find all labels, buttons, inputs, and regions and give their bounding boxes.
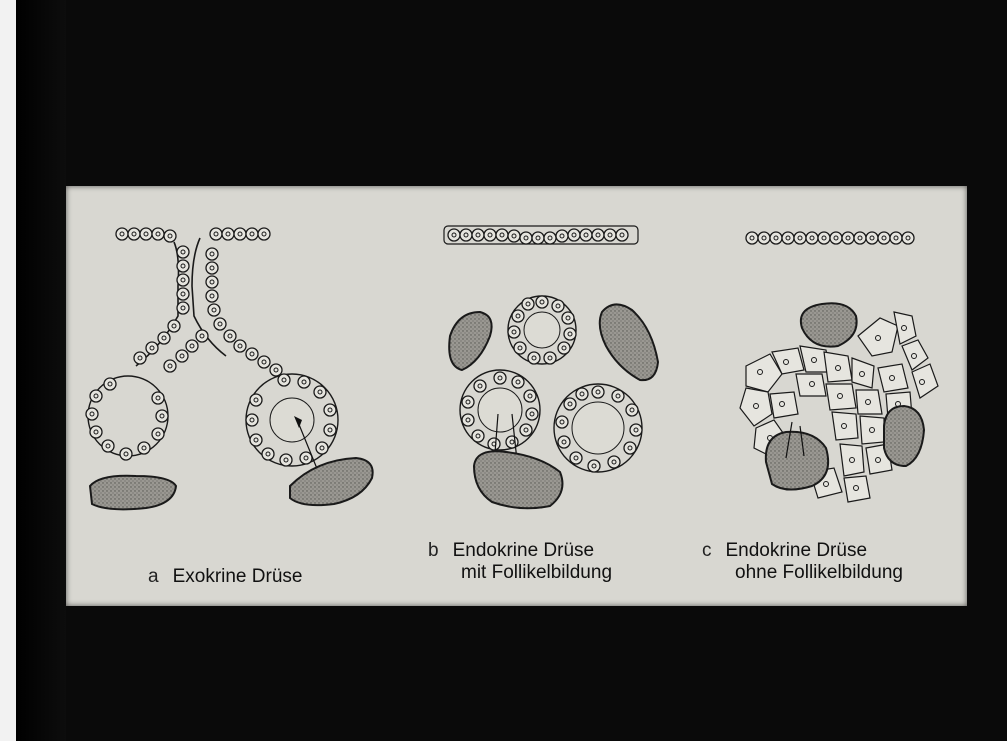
light-border-left — [0, 0, 16, 741]
blood-vessel — [600, 304, 658, 380]
caption-panel-b: b Endokrine Drüse mit Follikelbildung — [428, 540, 612, 584]
follicle — [554, 384, 642, 472]
blood-vessel — [474, 451, 562, 508]
caption-c-line1: Endokrine Drüse — [726, 540, 868, 561]
caption-panel-c: c Endokrine Drüse ohne Follikelbildung — [702, 540, 903, 584]
blood-vessel — [449, 312, 491, 370]
surface-epithelium-b — [444, 226, 638, 244]
caption-a-text: Exokrine Drüse — [173, 566, 303, 587]
blood-vessel — [766, 432, 828, 490]
blood-vessel — [90, 476, 176, 510]
panel-letter-c: c — [702, 540, 712, 562]
caption-b-line1: Endokrine Drüse — [453, 540, 595, 561]
surface-epithelium-c — [746, 232, 914, 244]
panel-a-exocrine-gland — [86, 228, 373, 509]
surface-epithelium-left — [116, 228, 270, 242]
acinus-right — [246, 374, 338, 476]
panel-c-endocrine-no-follicle — [740, 232, 938, 502]
duct-cells — [134, 246, 282, 376]
caption-b-line2: mit Follikelbildung — [461, 562, 612, 584]
panel-letter-a: a — [148, 566, 159, 588]
caption-panel-a: a Exokrine Drüse — [148, 566, 302, 588]
panel-b-endocrine-follicle — [444, 226, 658, 508]
acinus-left — [86, 376, 168, 460]
frame-shadow — [16, 0, 66, 741]
panel-letter-b: b — [428, 540, 439, 562]
follicle — [508, 296, 576, 364]
blood-vessel — [801, 303, 857, 346]
blood-vessel — [884, 406, 924, 466]
caption-c-line2: ohne Follikelbildung — [735, 562, 903, 584]
diagram-slide: a Exokrine Drüse b Endokrine Drüse mit Fol… — [66, 186, 967, 606]
